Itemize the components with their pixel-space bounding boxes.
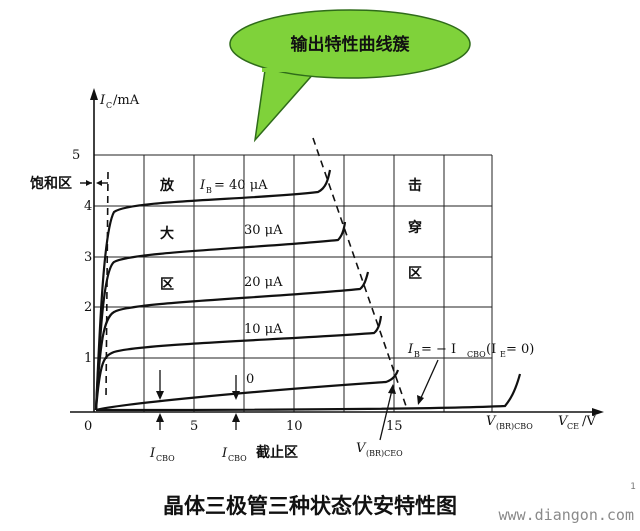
x-tick-15: 15 [386, 419, 403, 434]
icbo-label-cutoff: I CBO [221, 446, 247, 463]
watermark: www.diangon.com [498, 506, 634, 524]
svg-text:CBO: CBO [467, 350, 486, 359]
y-axis-arrow [90, 88, 98, 100]
cutoff-region-label: 截止区 [256, 444, 298, 461]
svg-text:E: E [500, 350, 506, 359]
svg-text:CBO: CBO [228, 454, 247, 463]
svg-text:= 0): = 0) [506, 342, 534, 357]
curve-label-40: I B = 40 μA [199, 178, 268, 195]
callout-pointer [253, 69, 317, 143]
curve-ib-40 [94, 169, 332, 411]
callout-text: 输出特性曲线簇 [291, 34, 411, 55]
svg-text:(I: (I [486, 342, 496, 357]
vbrceo-label: V (BR)CEO [356, 441, 403, 458]
svg-text:B: B [414, 350, 420, 359]
x-axis-label: V [558, 414, 569, 429]
y-axis-label-unit: /mA [113, 93, 140, 108]
svg-text:= − I: = − I [421, 342, 456, 357]
svg-text:V: V [486, 414, 497, 429]
icbo-label-left: I CBO [149, 446, 175, 463]
y-tick-3: 3 [84, 250, 92, 265]
y-axis-label-sub: C [106, 101, 112, 110]
curve-ib-0 [95, 369, 400, 412]
x-tick-5: 5 [190, 419, 198, 434]
y-tick-2: 2 [84, 300, 92, 315]
x-tick-0: 0 [84, 419, 92, 434]
breakdown-region-char-1: 击 [408, 177, 422, 194]
curve-ib-10 [94, 315, 383, 411]
figure-caption: 晶体三极管三种状态伏安特性图 [163, 494, 457, 518]
svg-text:CBO: CBO [156, 454, 175, 463]
callout-bubble: 输出特性曲线簇 [229, 9, 471, 143]
amplify-region-char-3: 区 [160, 277, 174, 293]
curve-label-20: 20 μA [244, 275, 283, 290]
saturation-region-label: 饱和区 [30, 175, 72, 192]
svg-text:I: I [149, 446, 156, 461]
callout-ellipse [229, 9, 471, 79]
svg-text:(BR)CBO: (BR)CBO [496, 422, 533, 431]
svg-text:I: I [407, 342, 414, 357]
x-tick-10: 10 [286, 419, 303, 434]
curve-ib-neg-icbo [95, 373, 522, 412]
x-axis-arrow [592, 408, 604, 416]
page-number: 1 [630, 482, 636, 492]
y-tick-5: 5 [72, 148, 80, 163]
svg-text:I: I [221, 446, 228, 461]
y-tick-1: 1 [84, 351, 92, 366]
axes [70, 88, 604, 416]
amplify-region-char-1: 放 [159, 177, 175, 194]
curve-ib-20 [94, 271, 370, 411]
amplify-region-char-2: 大 [160, 225, 174, 242]
curve-label-10: 10 μA [244, 322, 283, 337]
curve-ib-30 [94, 221, 347, 411]
curve-label-30: 30 μA [244, 223, 283, 238]
svg-text:V: V [356, 441, 367, 456]
y-axis-label: I [99, 93, 106, 108]
ib-neg-icbo-label: I B = − I CBO (I E = 0) [407, 342, 534, 359]
curve-label-0: 0 [246, 372, 254, 387]
breakdown-region-char-2: 穿 [408, 219, 422, 236]
svg-text:B: B [206, 186, 212, 195]
svg-text:I: I [199, 178, 206, 193]
svg-text:= 40 μA: = 40 μA [214, 178, 268, 193]
x-axis-label-unit: /V [582, 414, 596, 429]
y-tick-4: 4 [84, 199, 92, 214]
curves [94, 169, 522, 412]
x-axis-label-sub: CE [567, 422, 579, 431]
svg-text:(BR)CEO: (BR)CEO [366, 449, 403, 458]
breakdown-region-char-3: 区 [408, 266, 422, 282]
vbrcbo-label: V (BR)CBO [486, 414, 533, 431]
